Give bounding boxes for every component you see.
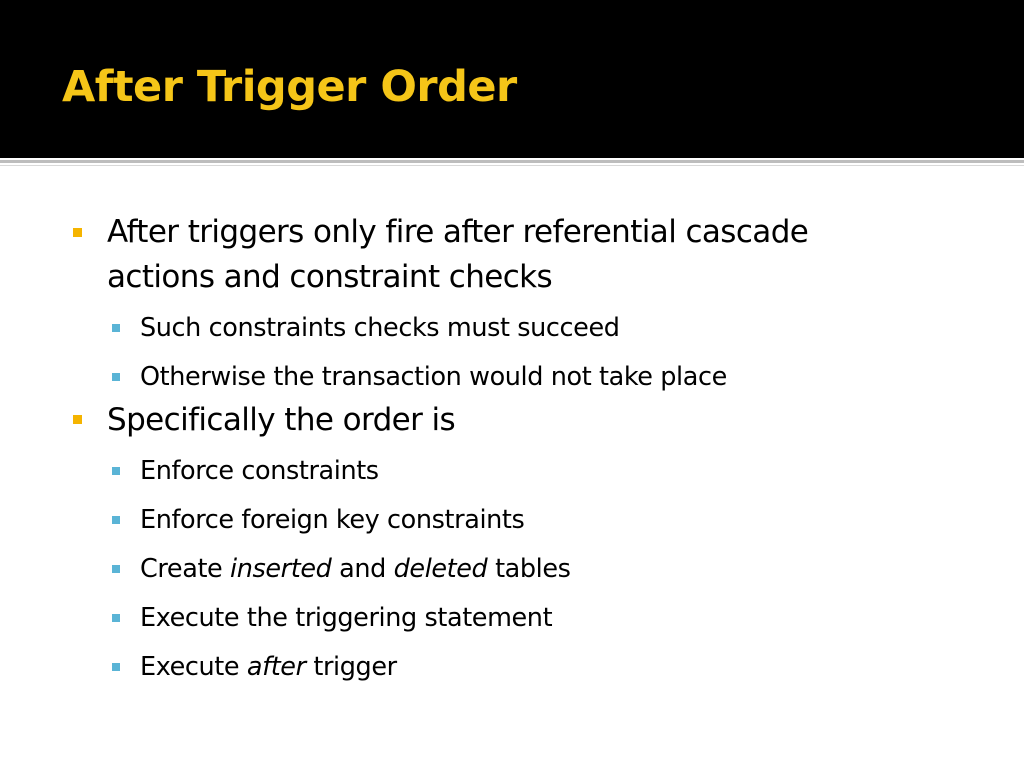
sub-bullet-text: Enforce constraints <box>140 456 379 486</box>
bullet-marker <box>73 228 82 237</box>
sub-bullet-text: Execute the triggering statement <box>140 603 553 633</box>
text-run: Create <box>140 554 231 584</box>
sub-bullet-text: Otherwise the transaction would not take… <box>140 362 727 392</box>
sub-bullet-marker <box>112 324 120 332</box>
bullet-text: Specifically the order is <box>107 402 456 438</box>
sub-bullet-marker <box>112 373 120 381</box>
sub-bullet-text: Such constraints checks must succeed <box>140 313 620 343</box>
sub-bullet-marker <box>112 663 120 671</box>
sub-bullet-text: Enforce foreign key constraints <box>140 505 525 535</box>
sub-bullet-marker <box>112 516 120 524</box>
title-band: After Trigger Order <box>0 0 1024 158</box>
text-run: trigger <box>305 652 397 682</box>
title-divider <box>0 160 1024 163</box>
sub-bullet-marker <box>112 565 120 573</box>
emphasis-deleted: deleted <box>393 554 488 584</box>
emphasis-inserted: inserted <box>230 554 332 584</box>
bullet-text-continued: actions and constraint checks <box>107 259 553 295</box>
emphasis-after: after <box>246 652 306 682</box>
sub-bullet-text: Create inserted and deleted tables <box>140 549 571 589</box>
bullet-marker <box>73 415 82 424</box>
text-run: and <box>331 554 394 584</box>
sub-bullet-marker <box>112 467 120 475</box>
text-run: tables <box>487 554 571 584</box>
title-divider-thin <box>0 165 1024 166</box>
sub-bullet-text: Execute after trigger <box>140 647 397 687</box>
text-run: Execute <box>140 652 247 682</box>
slide-title: After Trigger Order <box>62 62 517 112</box>
bullet-text: After triggers only fire after referenti… <box>107 214 809 250</box>
sub-bullet-marker <box>112 614 120 622</box>
